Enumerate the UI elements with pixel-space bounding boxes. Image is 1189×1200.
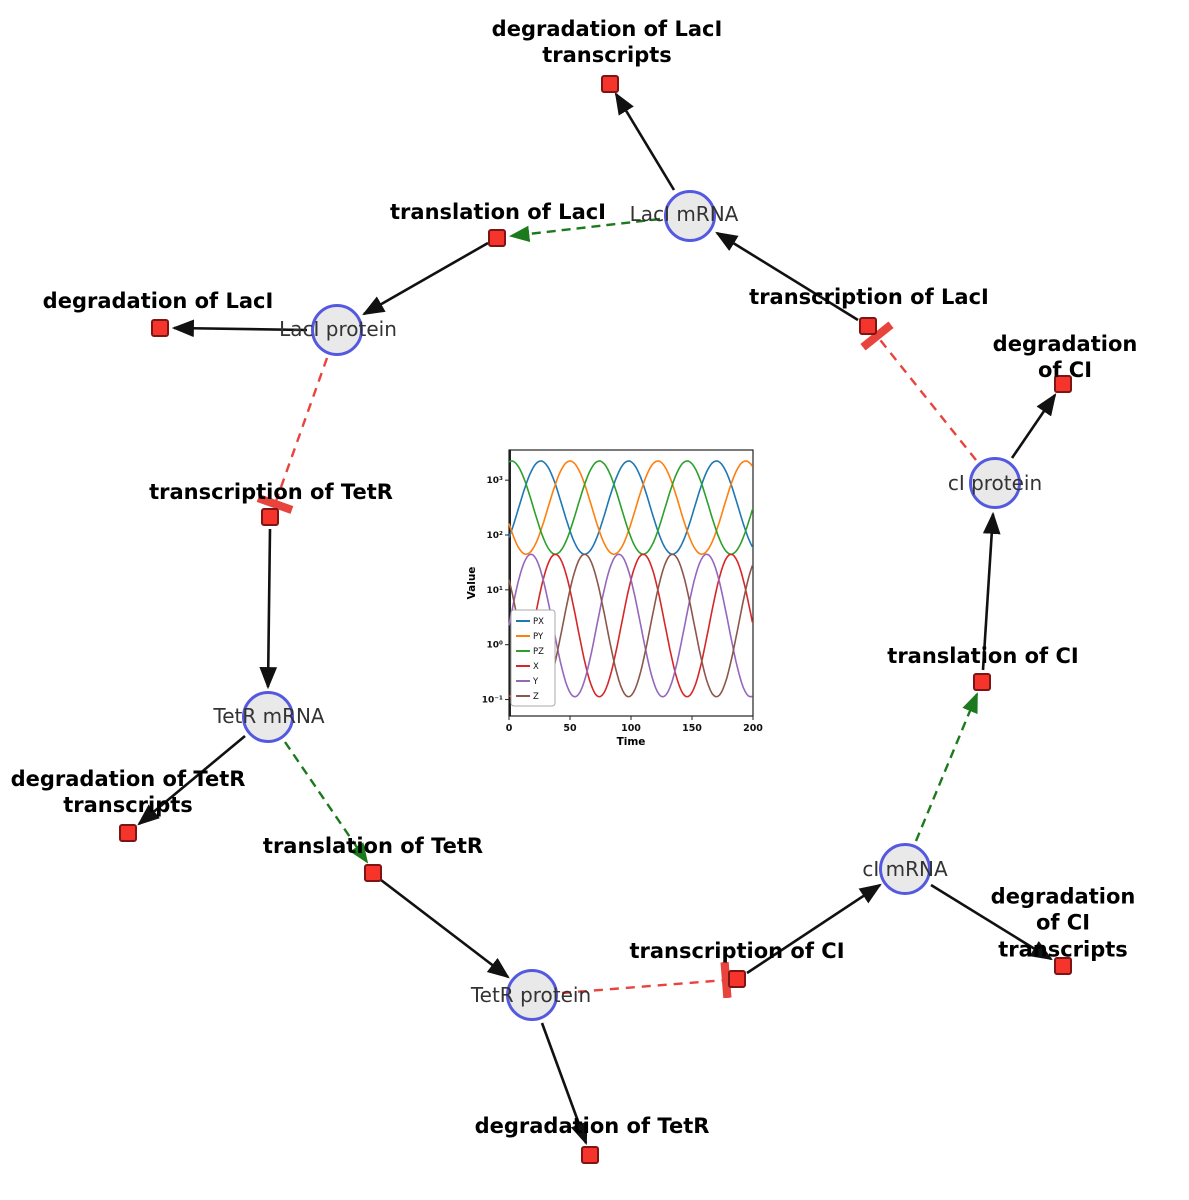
- reaction-label-deg-tetr-transcripts: degradation of TetR transcripts: [10, 766, 246, 817]
- reaction-label-transcription-tetr: transcription of TetR: [149, 479, 393, 504]
- reaction-label-transcription-laci: transcription of LacI: [749, 284, 989, 309]
- chart-series-PX: [508, 460, 754, 556]
- edge-modifier-ci-mrna-to-translation-ci: [914, 692, 979, 842]
- species-label-tetr-protein: TetR protein: [470, 983, 592, 1007]
- species-label-ci-mrna: cI mRNA: [862, 857, 948, 881]
- reaction-node-transcription-tetr[interactable]: [261, 508, 279, 526]
- edge-production-translation-laci-to-laci-protein: [362, 241, 489, 316]
- legend-label-PX: PX: [533, 617, 544, 627]
- edge-inhibition-ci-protein-to-transcription-laci: [860, 321, 977, 461]
- reaction-node-transcription-ci[interactable]: [728, 970, 746, 988]
- reaction-label-deg-tetr: degradation of TetR: [474, 1113, 710, 1138]
- edge-inhibition-laci-protein-to-transcription-tetr: [256, 357, 329, 514]
- x-tick-label: 100: [621, 723, 641, 734]
- species-node-ci-protein[interactable]: [969, 457, 1021, 509]
- y-tick-label: 10⁰: [487, 641, 504, 651]
- edge-production-transcription-ci-to-ci-mrna: [746, 883, 882, 975]
- edge-production-transcription-tetr-to-tetr-mrna: [259, 528, 278, 690]
- chart-series-PY: [508, 460, 754, 556]
- chart-legend: PX PY PZ XYZ: [510, 609, 556, 707]
- reaction-node-deg-ci[interactable]: [1054, 375, 1072, 393]
- edge-consumption-ci-mrna-to-deg-ci-transcripts: [930, 883, 1053, 961]
- x-axis-label: Time: [617, 736, 646, 748]
- y-tick-label: 10⁻¹: [482, 696, 503, 706]
- species-node-tetr-mrna[interactable]: [242, 691, 294, 743]
- legend-label-PZ: PZ: [533, 647, 544, 657]
- edge-consumption-laci-protein-to-deg-laci: [171, 319, 308, 338]
- reaction-node-transcription-laci[interactable]: [859, 317, 877, 335]
- y-tick-label: 10³: [487, 476, 504, 486]
- y-tick-label: 10²: [487, 531, 504, 541]
- edge-modifier-laci-mrna-to-translation-laci: [508, 217, 661, 243]
- edge-consumption-laci-mrna-to-deg-laci-transcripts: [614, 92, 676, 191]
- reaction-node-deg-ci-transcripts[interactable]: [1054, 957, 1072, 975]
- x-tick-label: 0: [506, 723, 513, 734]
- x-tick-label: 200: [743, 723, 763, 734]
- edge-consumption-tetr-mrna-to-deg-tetr-transcripts: [137, 734, 246, 826]
- reaction-node-translation-laci[interactable]: [488, 229, 506, 247]
- edge-consumption-tetr-protein-to-deg-tetr: [540, 1022, 588, 1146]
- reaction-label-translation-laci: translation of LacI: [390, 199, 606, 224]
- species-node-ci-mrna[interactable]: [879, 843, 931, 895]
- edge-inhibition-tetr-protein-to-transcription-ci: [561, 961, 732, 999]
- reaction-label-translation-tetr: translation of TetR: [262, 833, 484, 858]
- legend-label-X: X: [533, 662, 539, 672]
- reaction-label-deg-ci-transcripts: degradation of CI transcripts: [990, 884, 1136, 962]
- species-label-ci-protein: cI protein: [947, 471, 1043, 495]
- species-label-laci-mrna: LacI mRNA: [629, 202, 739, 226]
- legend-label-PY: PY: [533, 632, 544, 642]
- reaction-node-deg-tetr-transcripts[interactable]: [119, 824, 137, 842]
- reaction-label-transcription-ci: transcription of CI: [629, 938, 845, 963]
- species-node-tetr-protein[interactable]: [506, 969, 558, 1021]
- reaction-node-deg-tetr[interactable]: [581, 1146, 599, 1164]
- reaction-label-deg-ci: degradation of CI: [992, 331, 1138, 382]
- reaction-node-deg-laci-transcripts[interactable]: [601, 75, 619, 93]
- legend-label-Y: Y: [532, 677, 539, 687]
- edge-production-transcription-laci-to-laci-mrna: [715, 231, 859, 322]
- reaction-node-translation-ci[interactable]: [973, 673, 991, 691]
- x-tick-label: 50: [563, 723, 577, 734]
- y-tick-label: 10¹: [487, 586, 504, 596]
- edge-production-translation-tetr-to-tetr-protein: [380, 878, 510, 979]
- species-label-laci-protein: LacI protein: [279, 317, 397, 341]
- x-tick-label: 150: [682, 723, 702, 734]
- species-node-laci-mrna[interactable]: [664, 190, 716, 242]
- species-node-laci-protein[interactable]: [311, 304, 363, 356]
- legend-label-Z: Z: [533, 692, 539, 702]
- reaction-label-translation-ci: translation of CI: [887, 643, 1079, 668]
- reaction-label-deg-laci: degradation of LacI: [42, 288, 274, 313]
- reaction-label-deg-laci-transcripts: degradation of LacI transcripts: [491, 16, 723, 67]
- reaction-node-deg-laci[interactable]: [151, 319, 169, 337]
- species-label-tetr-mrna: TetR mRNA: [213, 704, 325, 728]
- edge-modifier-tetr-mrna-to-translation-tetr: [284, 741, 369, 864]
- reaction-node-translation-tetr[interactable]: [364, 864, 382, 882]
- y-axis-label: Value: [466, 567, 478, 600]
- edge-production-translation-ci-to-ci-protein: [981, 511, 1001, 671]
- edge-consumption-ci-protein-to-deg-ci: [1010, 393, 1057, 459]
- chart-series-PZ: [508, 460, 754, 556]
- chart-series-Y: [508, 553, 753, 698]
